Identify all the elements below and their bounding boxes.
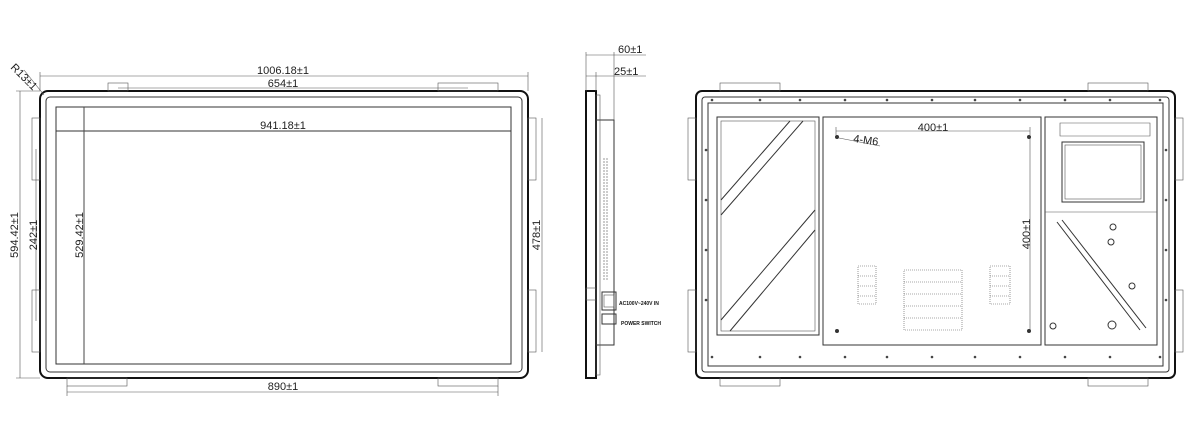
dim-outer-width: 1006.18±1 xyxy=(257,65,309,77)
dim-bracket-spacing-top: 654±1 xyxy=(268,78,299,90)
dim-bracket-spacing-right: 478±1 xyxy=(531,220,543,251)
vesa-hole-bottom-left xyxy=(835,329,839,333)
label-power-input: AC100V~240V IN xyxy=(619,301,659,307)
dim-total-depth: 60±1 xyxy=(618,44,642,56)
vesa-hole-top-right xyxy=(1027,135,1031,139)
front-active-area xyxy=(55,106,512,365)
rear-left-panel xyxy=(716,116,820,336)
front-bracket-top-right xyxy=(437,82,499,92)
front-bracket-bottom-left xyxy=(66,377,128,387)
power-inlet xyxy=(601,291,617,311)
front-outer-frame xyxy=(39,90,529,379)
front-inner-frame xyxy=(45,96,523,373)
label-mount-holes: 4-M6 xyxy=(853,133,879,148)
dim-active-width: 941.18±1 xyxy=(260,120,306,132)
front-bracket-top-left xyxy=(107,82,129,92)
vent-grid-right xyxy=(989,265,1011,305)
power-switch xyxy=(601,313,617,325)
dim-bezel-depth: 25±1 xyxy=(614,66,638,78)
dim-bracket-spacing-bottom: 890±1 xyxy=(268,381,299,393)
dim-vesa-height: 400±1 xyxy=(1021,219,1033,250)
label-power-switch: POWER SWITCH xyxy=(621,321,661,327)
front-bracket-right-top xyxy=(527,117,537,181)
vent-grid-center xyxy=(903,269,963,331)
side-vents xyxy=(603,158,608,280)
dim-active-height: 529.42±1 xyxy=(74,212,86,258)
rear-view: 400±1 400±1 4-M6 xyxy=(687,82,1184,387)
front-bracket-bottom-right xyxy=(437,377,499,387)
front-bracket-right-bottom xyxy=(527,289,537,353)
rear-perimeter-screws xyxy=(704,98,1168,359)
vesa-hole-bottom-right xyxy=(1027,329,1031,333)
front-view: 1006.18±1 654±1 941.18±1 R13±1 594.42±1 … xyxy=(8,62,543,396)
rear-right-panel xyxy=(1044,116,1158,346)
side-bezel xyxy=(585,90,597,379)
dim-bracket-spacing-left: 242±1 xyxy=(28,220,40,251)
rear-center-plate: 400±1 400±1 4-M6 xyxy=(822,116,1042,346)
dim-corner-radius: R13±1 xyxy=(8,62,39,93)
dim-vesa-width: 400±1 xyxy=(918,122,949,134)
vesa-hole-top-left xyxy=(835,135,839,139)
dim-outer-height: 594.42±1 xyxy=(9,212,21,258)
side-view: AC100V~240V IN POWER SWITCH 60±1 25±1 xyxy=(585,44,661,379)
vent-grid-left xyxy=(857,265,877,305)
side-chassis xyxy=(595,119,615,346)
rear-outer-frame xyxy=(695,90,1176,379)
